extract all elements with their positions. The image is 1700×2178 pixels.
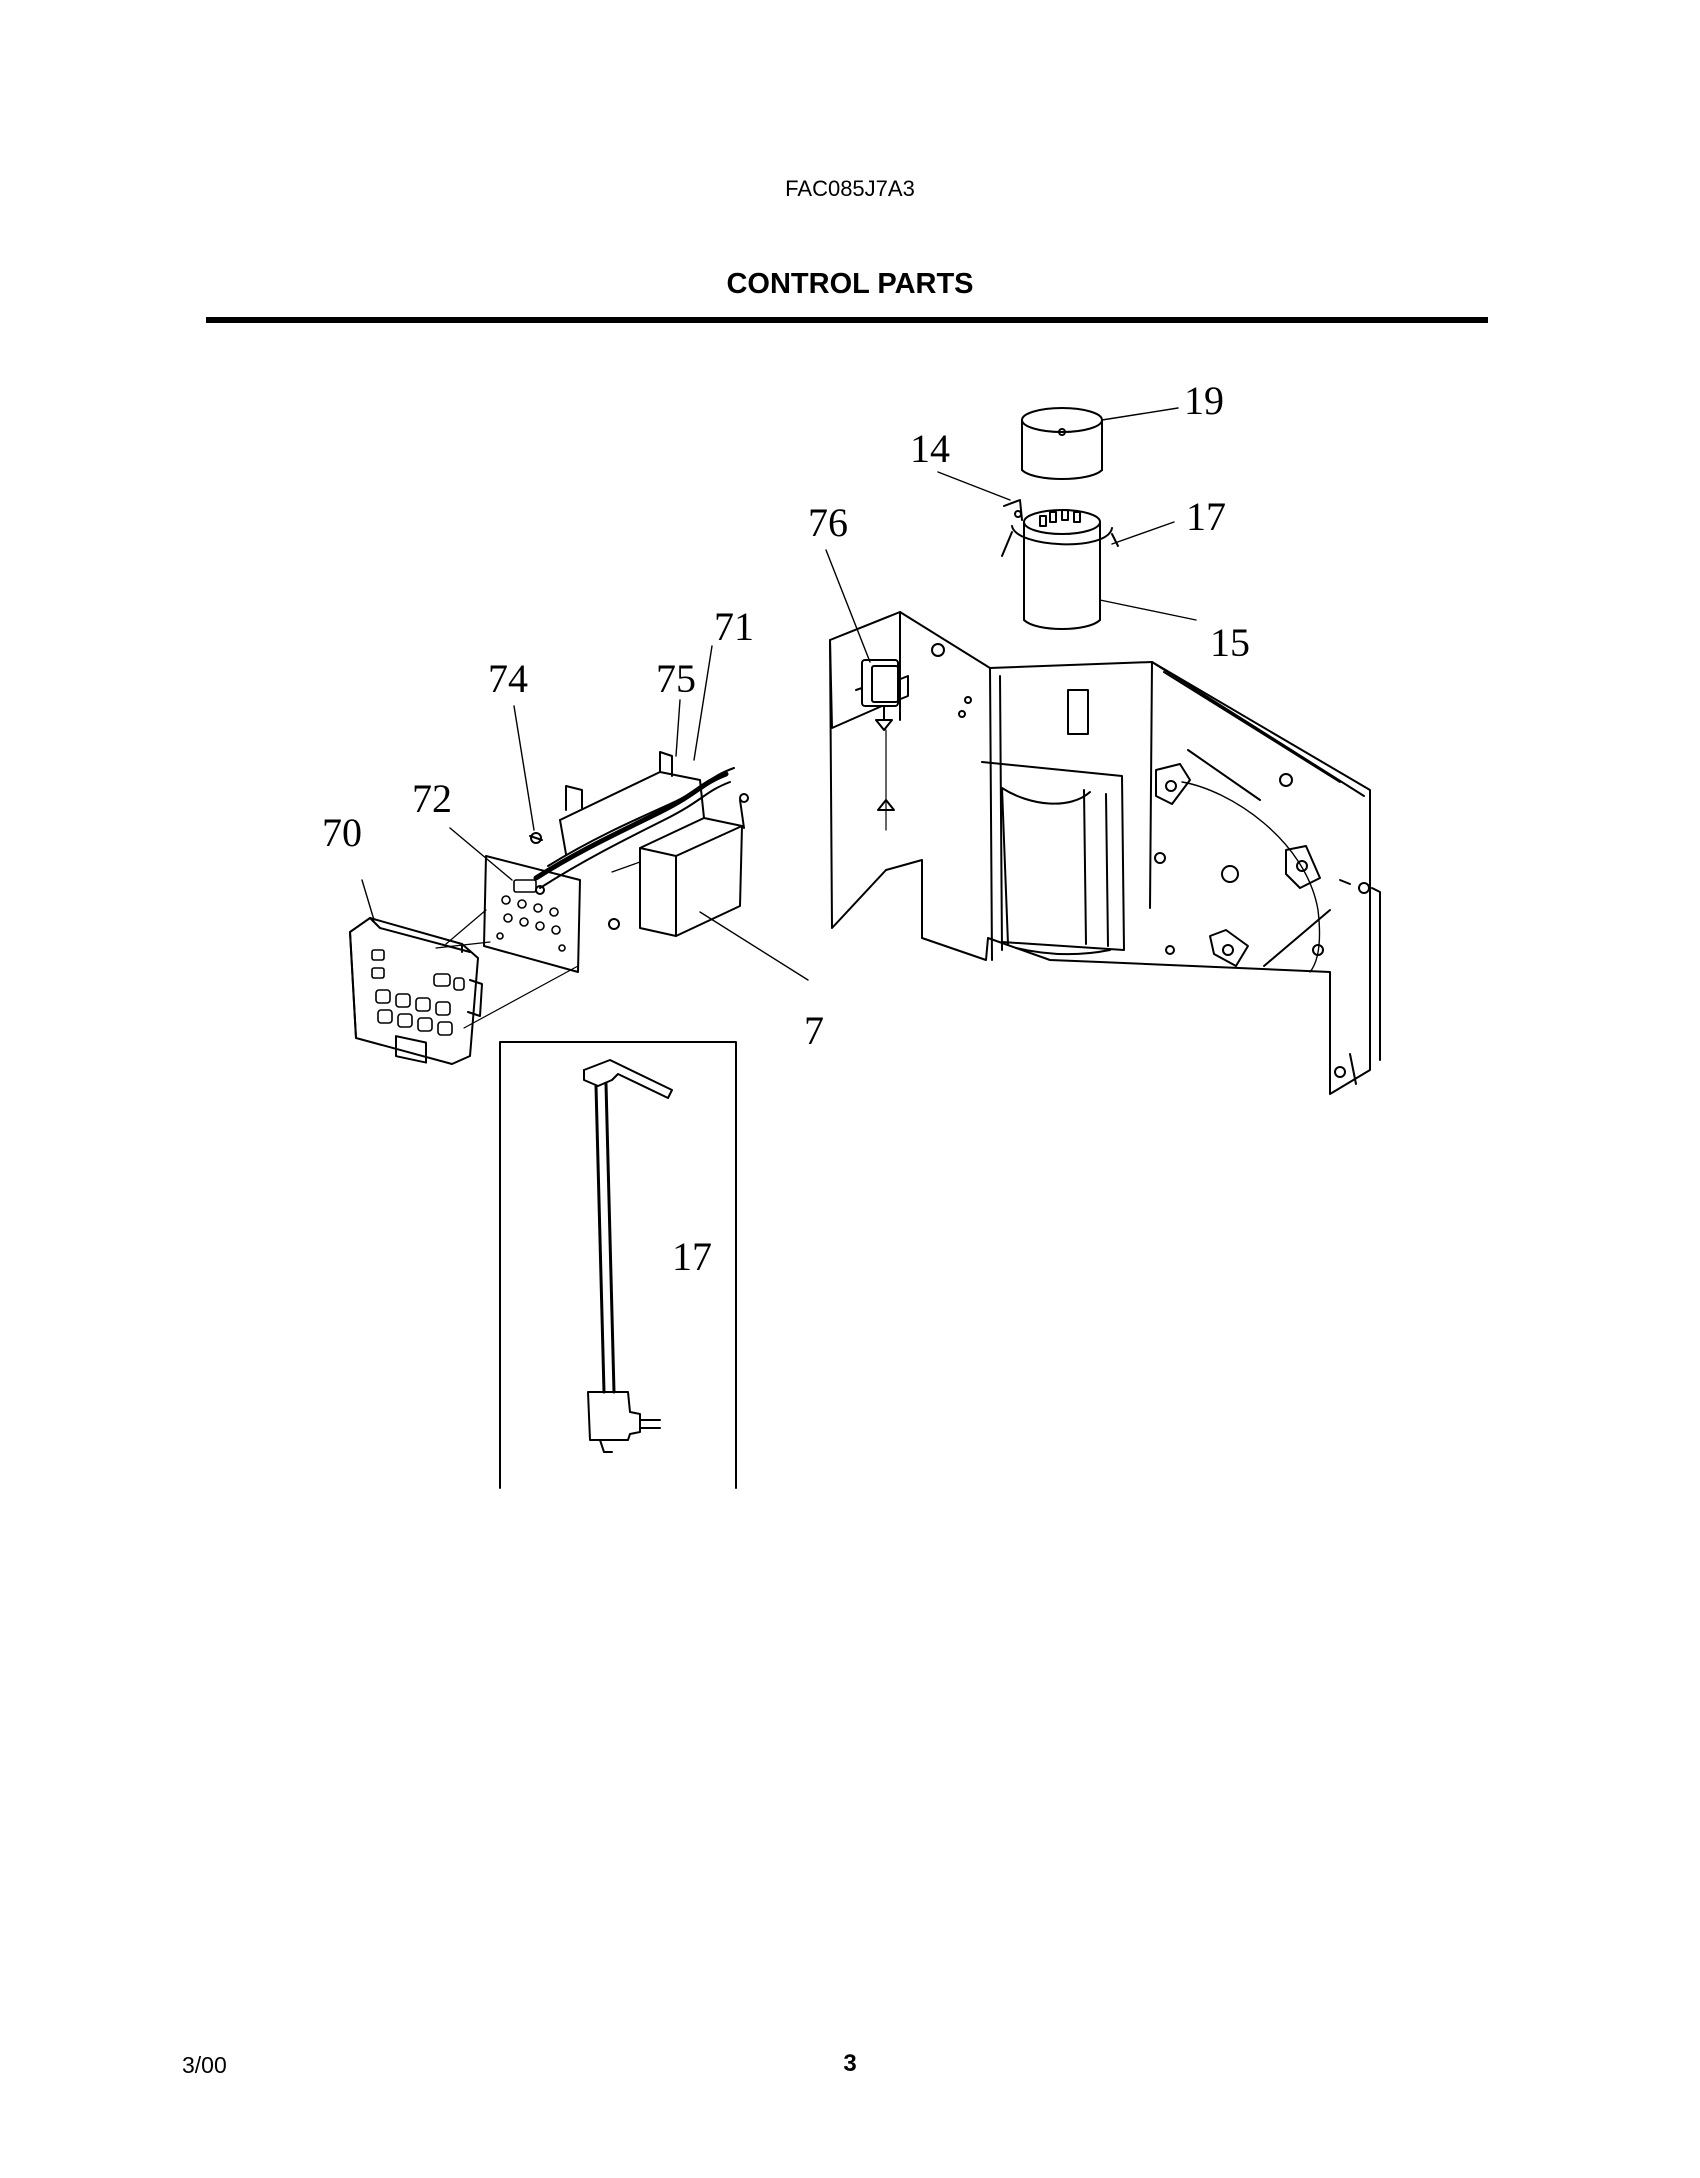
callout-72: 72 <box>412 776 452 821</box>
callout-leaders <box>361 407 1197 981</box>
callout-74: 74 <box>488 656 528 701</box>
title-rule <box>206 317 1488 323</box>
callout-71: 71 <box>714 604 754 649</box>
callout-14: 14 <box>910 426 950 471</box>
callout-17: 17 <box>1186 494 1226 539</box>
capacitor-bracket-part <box>1003 499 1023 521</box>
capacitor-boot-part <box>1021 407 1103 480</box>
control-box-part <box>533 751 749 937</box>
footer-date: 3/00 <box>182 2052 227 2078</box>
model-number: FAC085J7A3 <box>785 176 915 201</box>
circuit-board-part <box>435 855 581 1029</box>
callout-76: 76 <box>808 500 848 545</box>
capacitor-strap-part <box>1001 525 1119 557</box>
callout-75: 75 <box>656 656 696 701</box>
screw-part <box>529 832 543 844</box>
callout-70: 70 <box>322 810 362 855</box>
callout-19: 19 <box>1184 378 1224 423</box>
capacitor-part <box>1023 509 1101 630</box>
callout-7: 7 <box>804 1008 824 1053</box>
control-panel-part <box>349 917 483 1065</box>
section-title: CONTROL PARTS <box>726 268 974 300</box>
power-cord-part <box>583 1059 673 1453</box>
callout-15: 15 <box>1210 620 1250 665</box>
page-number: 3 <box>843 2050 857 2077</box>
power-cord-inset <box>499 1041 737 1489</box>
callout-17-cord: 17 <box>672 1234 712 1279</box>
control-bracket-part <box>829 611 1381 1095</box>
callout-labels: 70 72 74 75 71 7 76 14 19 17 15 17 <box>322 378 1250 1279</box>
